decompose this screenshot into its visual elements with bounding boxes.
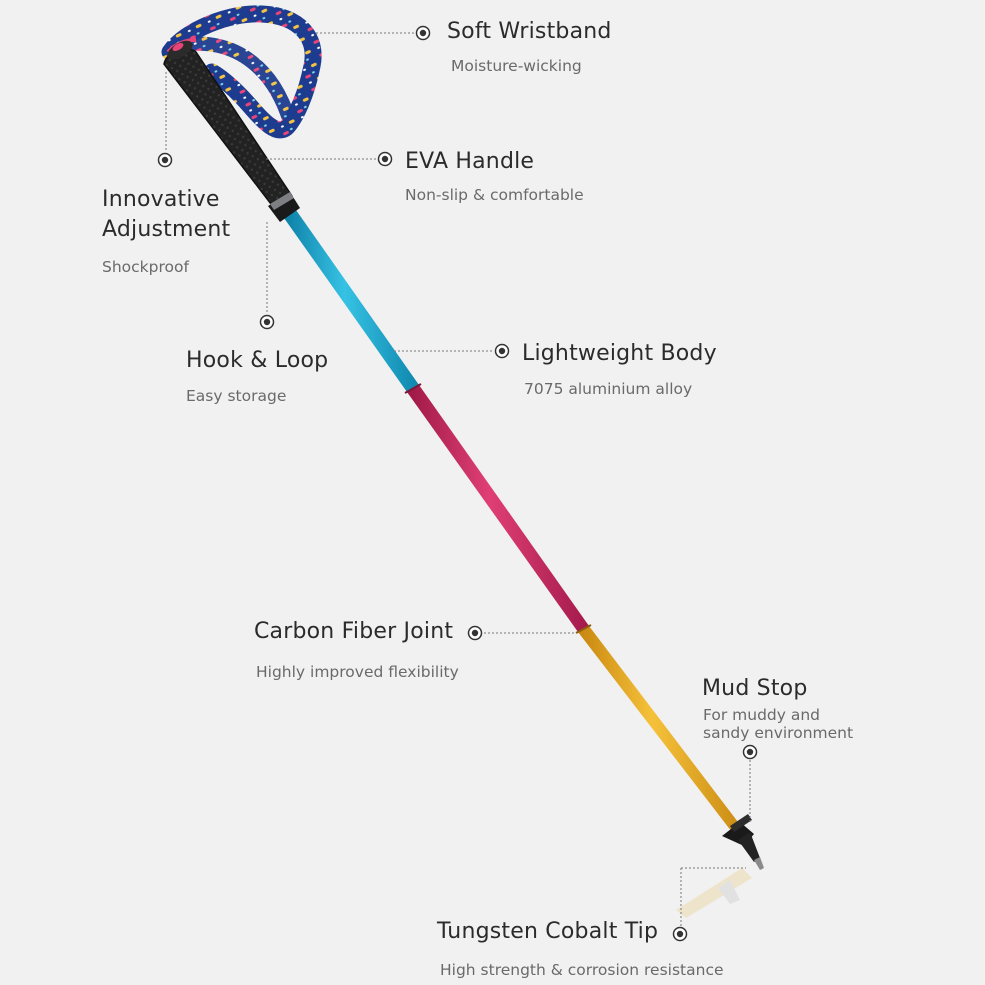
- connector-tip: [680, 867, 746, 926]
- tungsten-tip: [754, 857, 764, 870]
- adjustment-title: Innovative Adjustment: [102, 187, 231, 242]
- marker-tip: [672, 926, 688, 942]
- tip-desc: High strength & corrosion resistance: [440, 961, 724, 979]
- marker-eva-handle: [377, 151, 393, 167]
- wristband-title: Soft Wristband: [447, 19, 612, 44]
- wristband-desc: Moisture-wicking: [451, 57, 582, 75]
- pole-shaft: [284, 210, 744, 836]
- marker-adjustment: [157, 152, 173, 168]
- marker-mud-stop: [742, 744, 758, 760]
- shaft-upper-section: [284, 210, 419, 392]
- callout-markers: [157, 25, 758, 942]
- eva-grip: [163, 40, 300, 222]
- joint-desc: Highly improved flexibility: [256, 663, 459, 681]
- tip-title: Tungsten Cobalt Tip: [437, 919, 659, 944]
- shaft-middle-section: [407, 385, 589, 632]
- adjustment-desc: Shockproof: [102, 258, 189, 276]
- marker-wristband: [415, 25, 431, 41]
- mud-stop-desc: For muddy and sandy environment: [703, 706, 854, 742]
- tip-reflection: [676, 868, 752, 918]
- shaft-lower-section: [578, 626, 744, 836]
- body-desc: 7075 aluminium alloy: [524, 380, 693, 398]
- marker-hook-loop: [259, 314, 275, 330]
- hook-loop-desc: Easy storage: [186, 387, 287, 405]
- eva-handle-title: EVA Handle: [405, 149, 535, 174]
- connector-lines: [165, 32, 751, 926]
- eva-handle-desc: Non-slip & comfortable: [405, 186, 584, 204]
- marker-joint: [467, 625, 483, 641]
- marker-body: [494, 343, 510, 359]
- grip-collar: [268, 192, 300, 222]
- hook-loop-title: Hook & Loop: [186, 348, 329, 373]
- body-title: Lightweight Body: [522, 341, 717, 366]
- mud-stop-title: Mud Stop: [702, 676, 808, 701]
- mud-stop-basket: [722, 814, 760, 862]
- joint-title: Carbon Fiber Joint: [254, 619, 454, 644]
